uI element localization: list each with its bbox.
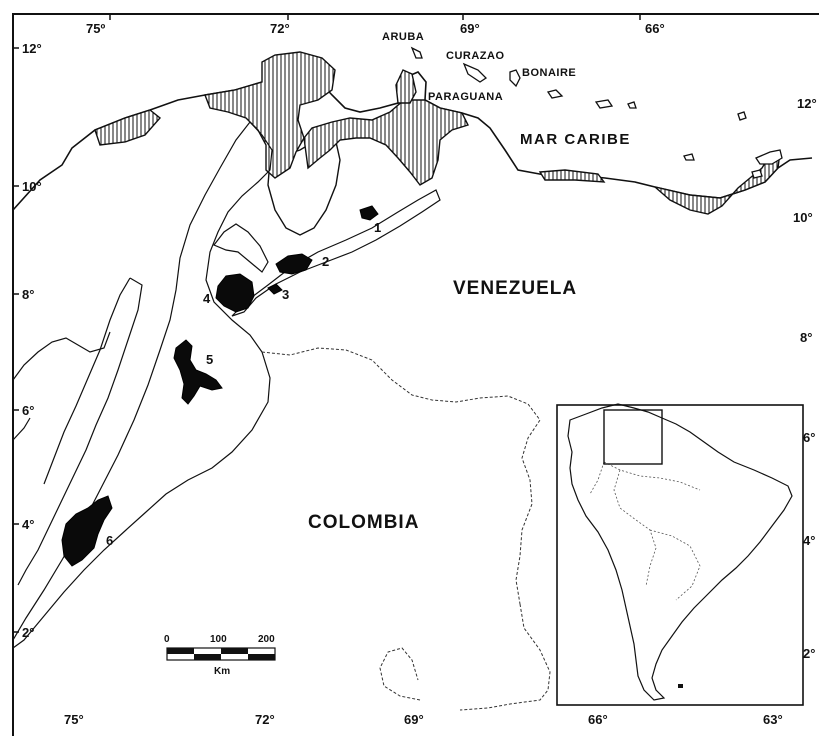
deposit-6: [61, 495, 113, 567]
borders: [261, 347, 551, 711]
label-mar-caribe: MAR CARIBE: [520, 131, 631, 148]
lon-top-75: 75º: [86, 21, 105, 36]
hatched-basin-paraguana: [395, 69, 417, 104]
border-colombia-brazil: [379, 603, 551, 711]
lat-left-8: 8°: [22, 287, 34, 302]
islands: [410, 46, 783, 179]
perija-range: [213, 223, 269, 273]
deposit-label-3: 3: [282, 287, 289, 302]
lat-right-6: 6°: [803, 430, 815, 445]
border-colombia-venezuela: [261, 347, 541, 605]
lat-left-2: 2°: [22, 625, 34, 640]
lat-left-12: 12°: [22, 41, 42, 56]
cordillera-occidental: [12, 331, 111, 441]
deposit-label-5: 5: [206, 352, 213, 367]
lat-right-12: 12°: [797, 96, 817, 111]
deposit-3: [267, 283, 283, 295]
hatched-basin-west-coast: [94, 109, 162, 146]
bonaire-island: [509, 69, 521, 88]
lon-bottom-63: 63°: [763, 712, 783, 727]
deposit-label-1: 1: [374, 220, 381, 235]
lon-top-72: 72°: [270, 21, 290, 36]
deposit-label-4: 4: [203, 291, 211, 306]
lat-left-4: 4°: [22, 517, 34, 532]
label-paraguana: PARAGUANA: [428, 91, 503, 103]
lat-right-8: 8°: [800, 330, 812, 345]
scale-tick-100: 100: [210, 634, 227, 645]
deposit-4: [215, 273, 255, 313]
scale-unit: Km: [214, 666, 230, 677]
hatched-basin-falcon: [303, 99, 469, 186]
lat-right-2: 2°: [803, 646, 815, 661]
curazao-island: [462, 62, 488, 83]
inset-dot: [678, 684, 683, 688]
lat-left-6: 6°: [22, 403, 34, 418]
mountain-ranges: [12, 121, 441, 649]
isla-orchila: [594, 99, 614, 109]
lat-right-4: 4°: [803, 533, 815, 548]
lon-top-66: 66°: [645, 21, 665, 36]
label-curazao: CURAZAO: [446, 50, 505, 62]
inset-frame: [556, 404, 804, 706]
inset-borders: [589, 461, 701, 601]
coche-island: [751, 169, 763, 179]
lon-bottom-72: 72°: [255, 712, 275, 727]
deposits: [61, 205, 379, 567]
isla-small-1: [683, 153, 695, 161]
graticule-ticks: [13, 14, 641, 633]
label-bonaire: BONAIRE: [522, 67, 576, 79]
lon-bottom-75: 75°: [64, 712, 84, 727]
deposit-1: [359, 205, 379, 221]
inset-highlight-box: [603, 409, 663, 465]
inset-map: [556, 403, 804, 706]
scale-tick-200: 200: [258, 634, 275, 645]
aruba-island: [410, 46, 423, 59]
deposit-label-2: 2: [322, 254, 329, 269]
isla-margarita: [755, 149, 783, 165]
lon-bottom-66: 66°: [588, 712, 608, 727]
deposit-label-6: 6: [106, 533, 113, 548]
isla-blanquilla: [737, 111, 747, 121]
lat-right-10: 10°: [793, 210, 813, 225]
hatched-basin-cariaco: [538, 169, 606, 183]
lon-bottom-69: 69°: [404, 712, 424, 727]
cordillera-oriental: [12, 121, 273, 649]
los-roques-island: [546, 89, 564, 99]
label-colombia: COLOMBIA: [308, 512, 419, 533]
scale-bar: 0 100 200 Km: [164, 634, 276, 677]
lon-top-69: 69°: [460, 21, 480, 36]
deposit-2: [275, 253, 313, 275]
label-aruba: ARUBA: [382, 31, 424, 43]
scale-tick-0: 0: [164, 634, 170, 645]
deposit-5: [173, 339, 223, 405]
label-venezuela: VENEZUELA: [453, 278, 577, 299]
cordillera-central: [17, 277, 143, 586]
south-america-outline: [567, 403, 793, 701]
isla-tortuga: [627, 101, 637, 109]
